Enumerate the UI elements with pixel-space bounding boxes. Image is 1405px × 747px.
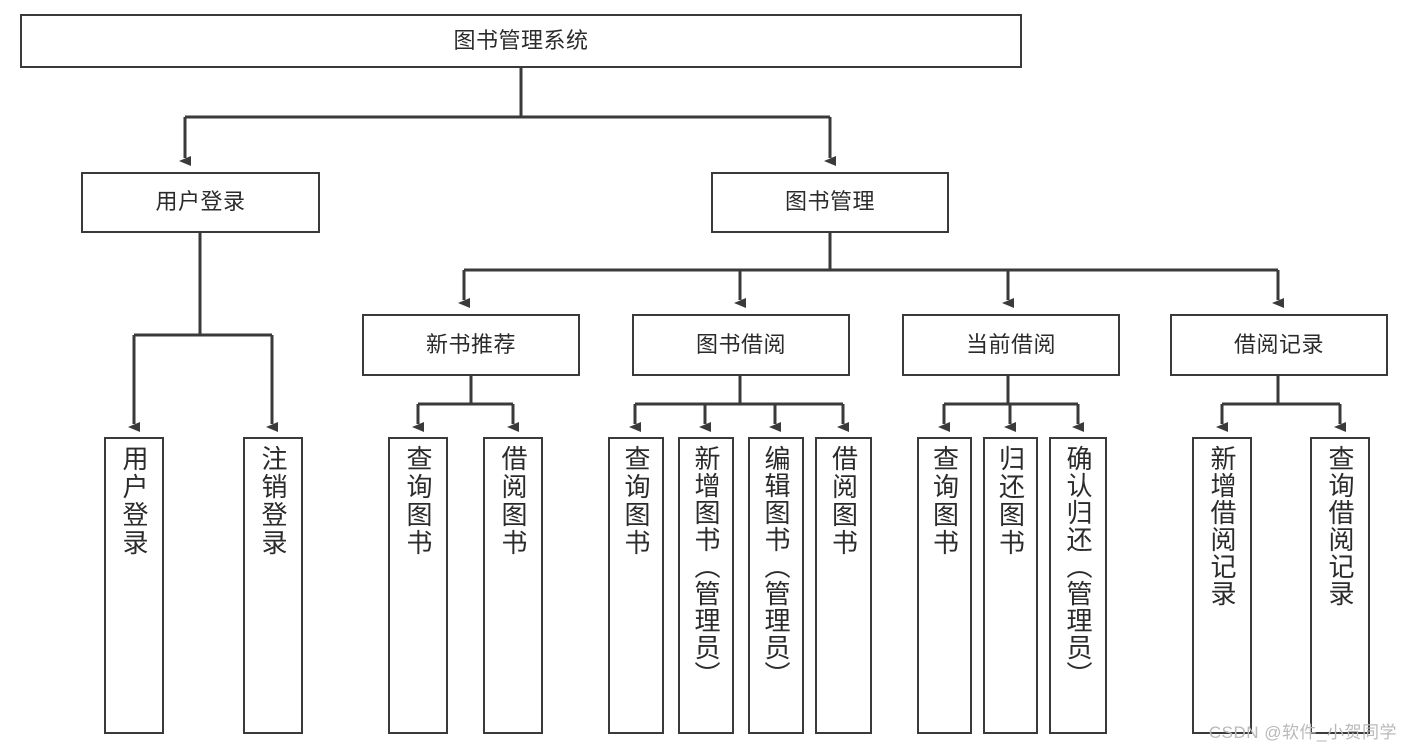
leaf-query-book-2-label: 查询图书 [621,445,651,557]
node-current-borrow-label: 当前借阅 [965,331,1056,357]
leaf-user-login-label: 用户登录 [119,445,149,557]
leaf-add-book-label: 新增图书（管理员） [691,445,721,688]
leaf-edit-book-label: 编辑图书（管理员） [761,445,791,688]
leaf-add-record[interactable]: 新增借阅记录 [1192,437,1252,734]
leaf-add-record-label: 新增借阅记录 [1207,445,1237,607]
leaf-query-book-3-label: 查询图书 [929,445,960,557]
node-borrow-record[interactable]: 借阅记录 [1170,314,1388,376]
leaf-query-book-1[interactable]: 查询图书 [388,437,448,734]
leaf-query-book-2[interactable]: 查询图书 [608,437,664,734]
leaf-return-book-label: 归还图书 [995,445,1026,557]
node-user-login-label: 用户登录 [155,189,246,215]
node-user-login[interactable]: 用户登录 [81,172,320,233]
leaf-borrow-book-2-label: 借阅图书 [828,445,859,557]
leaf-logout-login-label: 注销登录 [258,445,288,557]
leaf-query-record-label: 查询借阅记录 [1325,445,1355,607]
leaf-confirm-return[interactable]: 确认归还（管理员） [1049,437,1107,734]
leaf-query-record[interactable]: 查询借阅记录 [1310,437,1370,734]
leaf-query-book-1-label: 查询图书 [403,445,433,557]
node-book-borrow-label: 图书借阅 [695,331,786,357]
leaf-confirm-return-label: 确认归还（管理员） [1063,445,1093,688]
csdn-watermark: CSDN @软件_小贺同学 [1208,723,1397,742]
leaf-return-book[interactable]: 归还图书 [983,437,1038,734]
node-borrow-record-label: 借阅记录 [1233,331,1324,357]
node-book-borrow[interactable]: 图书借阅 [632,314,850,376]
node-root[interactable]: 图书管理系统 [20,14,1022,68]
leaf-borrow-book-1[interactable]: 借阅图书 [483,437,543,734]
node-book-management-label: 图书管理 [784,189,875,215]
leaf-user-login[interactable]: 用户登录 [104,437,164,734]
node-new-book-recommend[interactable]: 新书推荐 [362,314,580,376]
leaf-edit-book[interactable]: 编辑图书（管理员） [748,437,804,734]
node-current-borrow[interactable]: 当前借阅 [902,314,1120,376]
node-book-management[interactable]: 图书管理 [711,172,949,233]
leaf-borrow-book-2[interactable]: 借阅图书 [815,437,872,734]
leaf-query-book-3[interactable]: 查询图书 [917,437,972,734]
leaf-add-book[interactable]: 新增图书（管理员） [678,437,734,734]
node-new-book-recommend-label: 新书推荐 [425,331,516,357]
leaf-borrow-book-1-label: 借阅图书 [498,445,528,557]
node-root-label: 图书管理系统 [453,27,589,53]
leaf-logout-login[interactable]: 注销登录 [243,437,303,734]
